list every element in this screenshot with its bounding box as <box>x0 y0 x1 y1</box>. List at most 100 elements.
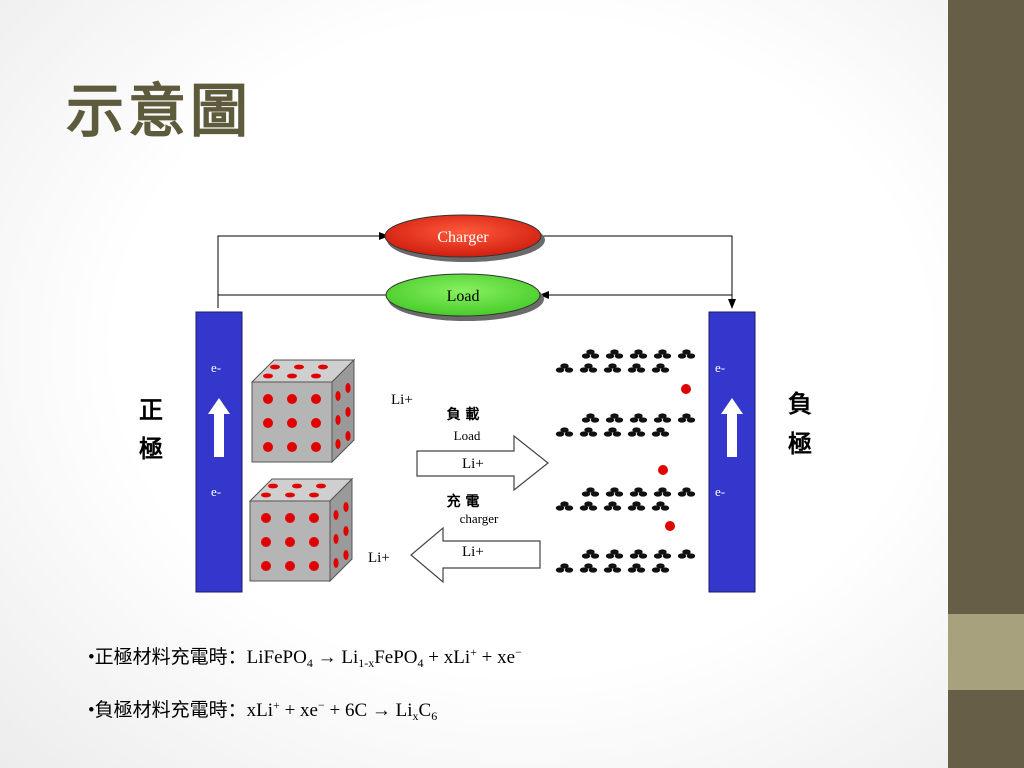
graphite-hexagon <box>605 413 624 423</box>
lithium-ion <box>287 418 297 428</box>
lithium-ion <box>658 465 668 475</box>
lifepo4-crystal-cube <box>248 477 354 583</box>
lithium-ion <box>681 384 691 394</box>
graphite-hexagon <box>581 413 600 423</box>
lithium-ion <box>309 492 319 498</box>
anode-label-bottom: 極 <box>788 429 812 458</box>
graphite-hexagon <box>627 563 646 573</box>
lithium-ion <box>343 526 349 536</box>
lithium-ion <box>343 502 349 512</box>
graphite-hexagon <box>653 349 672 359</box>
lithium-ion <box>263 373 273 379</box>
anode-label-top: 負 <box>788 389 812 418</box>
load-node: Load <box>385 273 544 321</box>
lithium-ion <box>311 373 321 379</box>
discharge-arrow: 負 載 Load Li+ <box>416 406 549 492</box>
graphite-hexagon <box>629 549 648 559</box>
lithium-ion <box>285 492 295 498</box>
up-arrow-icon <box>721 398 743 457</box>
graphite-hexagon <box>603 363 622 373</box>
graphite-hexagon <box>555 501 574 511</box>
graphite-hexagon <box>603 427 622 437</box>
graphite-hexagon <box>651 501 670 511</box>
lithium-ion <box>263 394 273 404</box>
graphite-hexagon <box>651 363 670 373</box>
lithium-ion <box>345 407 351 417</box>
graphite-hexagon <box>605 349 624 359</box>
lithium-ion <box>345 431 351 441</box>
li-ion-label: Li+ <box>462 456 484 472</box>
graphite-hexagon <box>627 501 646 511</box>
graphite-hexagon <box>651 427 670 437</box>
graphite-hexagon <box>677 487 696 497</box>
graphite-hexagon <box>627 427 646 437</box>
electron-label: e- <box>211 360 221 375</box>
lithium-ion <box>261 513 271 523</box>
lithium-ion <box>287 394 297 404</box>
lithium-ion <box>311 394 321 404</box>
battery-diagram: Charger Load e- e- e- e- 正 極 負 極 Li+ Li+… <box>139 214 812 593</box>
lithium-ion <box>292 483 302 489</box>
lithium-ion <box>287 442 297 452</box>
graphite-hexagon <box>579 563 598 573</box>
graphite-hexagon <box>555 563 574 573</box>
discharge-label-cn: 負 載 <box>447 406 480 423</box>
lithium-ion <box>309 561 319 571</box>
li-ion-label: Li+ <box>368 550 390 566</box>
graphite-hexagon <box>555 363 574 373</box>
charger-node: Charger <box>384 214 545 262</box>
charger-label: Charger <box>437 229 489 246</box>
load-label: Load <box>447 288 480 305</box>
lithium-ion <box>285 561 295 571</box>
graphite-hexagon <box>629 349 648 359</box>
sidebar-accent-block <box>948 614 1024 690</box>
charge-label-cn: 充 電 <box>447 493 480 510</box>
lithium-ion <box>335 415 341 425</box>
slide-title: 示意圖 <box>66 77 253 145</box>
up-arrow-icon <box>208 398 230 457</box>
graphite-hexagon <box>605 487 624 497</box>
lithium-ion <box>263 418 273 428</box>
lithium-ion <box>270 364 280 370</box>
anode-electrode: e- e- <box>708 311 756 593</box>
li-ion-label: Li+ <box>391 392 413 408</box>
lithium-ions <box>658 384 691 531</box>
lithium-ion <box>287 373 297 379</box>
lithium-ion <box>268 483 278 489</box>
graphite-hexagon <box>581 349 600 359</box>
graphite-hexagon <box>677 413 696 423</box>
lithium-ion <box>333 510 339 520</box>
electron-label: e- <box>211 484 221 499</box>
graphite-hexagon <box>603 501 622 511</box>
graphite-hexagon <box>653 413 672 423</box>
slide-background <box>0 0 948 768</box>
lifepo4-crystal-cube <box>250 358 356 464</box>
charge-arrow: 充 電 charger Li+ <box>410 493 541 584</box>
circuit-wires <box>217 232 736 309</box>
lithium-ion <box>261 561 271 571</box>
graphite-hexagon <box>579 427 598 437</box>
lithium-ion <box>333 534 339 544</box>
electron-label: e- <box>715 484 725 499</box>
graphite-hexagon <box>653 549 672 559</box>
graphite-hexagon <box>605 549 624 559</box>
charge-label-en: charger <box>460 511 499 526</box>
graphite-layers <box>555 349 696 573</box>
lithium-ion <box>294 364 304 370</box>
lithium-ion <box>318 364 328 370</box>
lithium-ion <box>311 418 321 428</box>
graphite-hexagon <box>677 549 696 559</box>
lithium-ion <box>335 439 341 449</box>
lithium-ion <box>309 513 319 523</box>
lithium-ion <box>343 550 349 560</box>
graphite-hexagon <box>651 563 670 573</box>
graphite-hexagon <box>653 487 672 497</box>
graphite-hexagon <box>579 363 598 373</box>
li-ion-label: Li+ <box>462 544 484 560</box>
graphite-hexagon <box>581 549 600 559</box>
lithium-ion <box>285 513 295 523</box>
anode-reaction-bullet: •負極材料充電時：xLi+ + xe− + 6C → LixC6 <box>88 698 438 723</box>
lithium-ion <box>285 537 295 547</box>
graphite-hexagon <box>579 501 598 511</box>
graphite-hexagon <box>603 563 622 573</box>
